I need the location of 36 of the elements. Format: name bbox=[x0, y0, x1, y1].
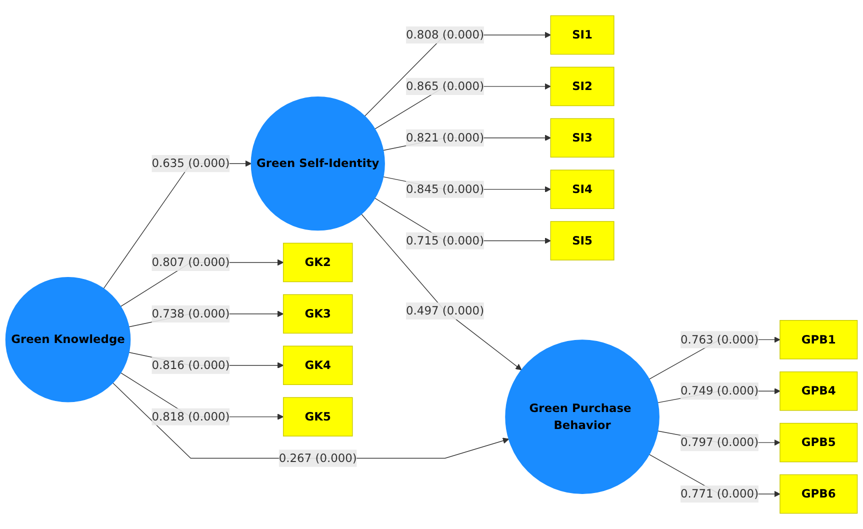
node-box: SI5 bbox=[550, 221, 614, 260]
edge-label: 0.808 (0.000) bbox=[406, 28, 484, 42]
node-box: SI1 bbox=[550, 15, 614, 55]
node-box: GPB1 bbox=[780, 320, 858, 360]
node-box: GK5 bbox=[282, 397, 353, 436]
node-box: SI3 bbox=[550, 118, 614, 158]
edge-label: 0.845 (0.000) bbox=[406, 182, 484, 196]
node-circle: Green Self-Identity bbox=[250, 96, 385, 231]
edge-label: 0.821 (0.000) bbox=[406, 130, 484, 144]
node-box: GPB4 bbox=[780, 371, 858, 411]
node-box: GPB6 bbox=[780, 474, 858, 514]
edge-label: 0.818 (0.000) bbox=[152, 410, 230, 424]
edge-label: 0.715 (0.000) bbox=[406, 234, 484, 248]
edge-label: 0.749 (0.000) bbox=[680, 384, 759, 398]
edge-label: 0.865 (0.000) bbox=[406, 79, 484, 93]
edge-label: 0.797 (0.000) bbox=[680, 435, 759, 449]
node-box: GPB5 bbox=[780, 422, 858, 462]
edge-label: 0.771 (0.000) bbox=[680, 486, 759, 500]
node-box: GK3 bbox=[282, 294, 353, 334]
arrow bbox=[112, 382, 510, 459]
node-box: GK4 bbox=[282, 346, 353, 385]
arrow bbox=[361, 214, 522, 370]
node-circle: Green Knowledge bbox=[5, 276, 131, 402]
arrow bbox=[364, 32, 551, 117]
edge-label: 0.763 (0.000) bbox=[680, 332, 759, 346]
edge-label: 0.497 (0.000) bbox=[406, 304, 484, 318]
node-box: SI2 bbox=[550, 66, 614, 106]
edge-label: 0.267 (0.000) bbox=[278, 451, 357, 465]
edge-label: 0.816 (0.000) bbox=[152, 358, 230, 372]
arrow bbox=[103, 160, 252, 289]
edge-label: 0.738 (0.000) bbox=[152, 306, 230, 320]
node-circle: Green Purchase Behavior bbox=[505, 340, 660, 494]
edge-label: 0.807 (0.000) bbox=[152, 255, 230, 269]
node-box: GK2 bbox=[282, 242, 353, 282]
edge-label: 0.635 (0.000) bbox=[152, 156, 230, 170]
node-box: SI4 bbox=[550, 170, 614, 209]
